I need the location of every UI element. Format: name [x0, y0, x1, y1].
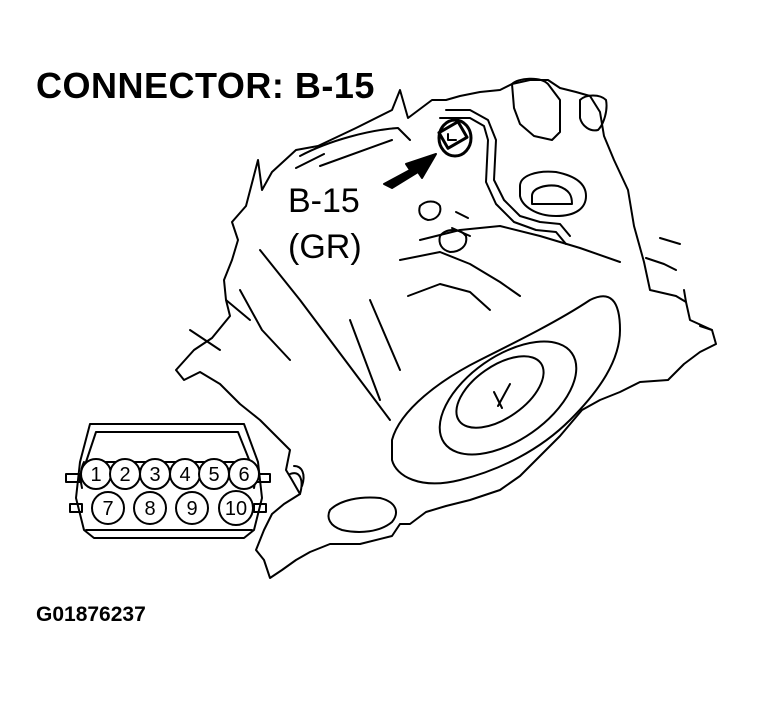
pin-label: 1	[90, 464, 101, 486]
connector-face-diagram: 1 2 3 4 5 6 7 8 9 10	[65, 423, 271, 539]
pin-label: 6	[238, 464, 249, 486]
diagram-title: CONNECTOR: B-15	[36, 65, 375, 106]
pin-label: 10	[225, 498, 247, 520]
pin-label: 9	[186, 498, 197, 520]
wire-color-callout: (GR)	[288, 228, 362, 266]
transmission-outline	[175, 77, 717, 579]
pin-label: 5	[208, 464, 219, 486]
pin-row-top	[80, 458, 260, 490]
pin-label: 7	[102, 498, 113, 520]
connector-location-marker	[437, 118, 473, 158]
figure-id: G01876237	[36, 603, 146, 626]
connector-code-callout: B-15	[288, 182, 360, 220]
pin-label: 2	[119, 464, 130, 486]
pin-label: 4	[179, 464, 190, 486]
pin-label: 3	[149, 464, 160, 486]
arrow-icon	[383, 153, 437, 189]
pin-row-bottom	[91, 490, 254, 526]
pin-label: 8	[144, 498, 155, 520]
